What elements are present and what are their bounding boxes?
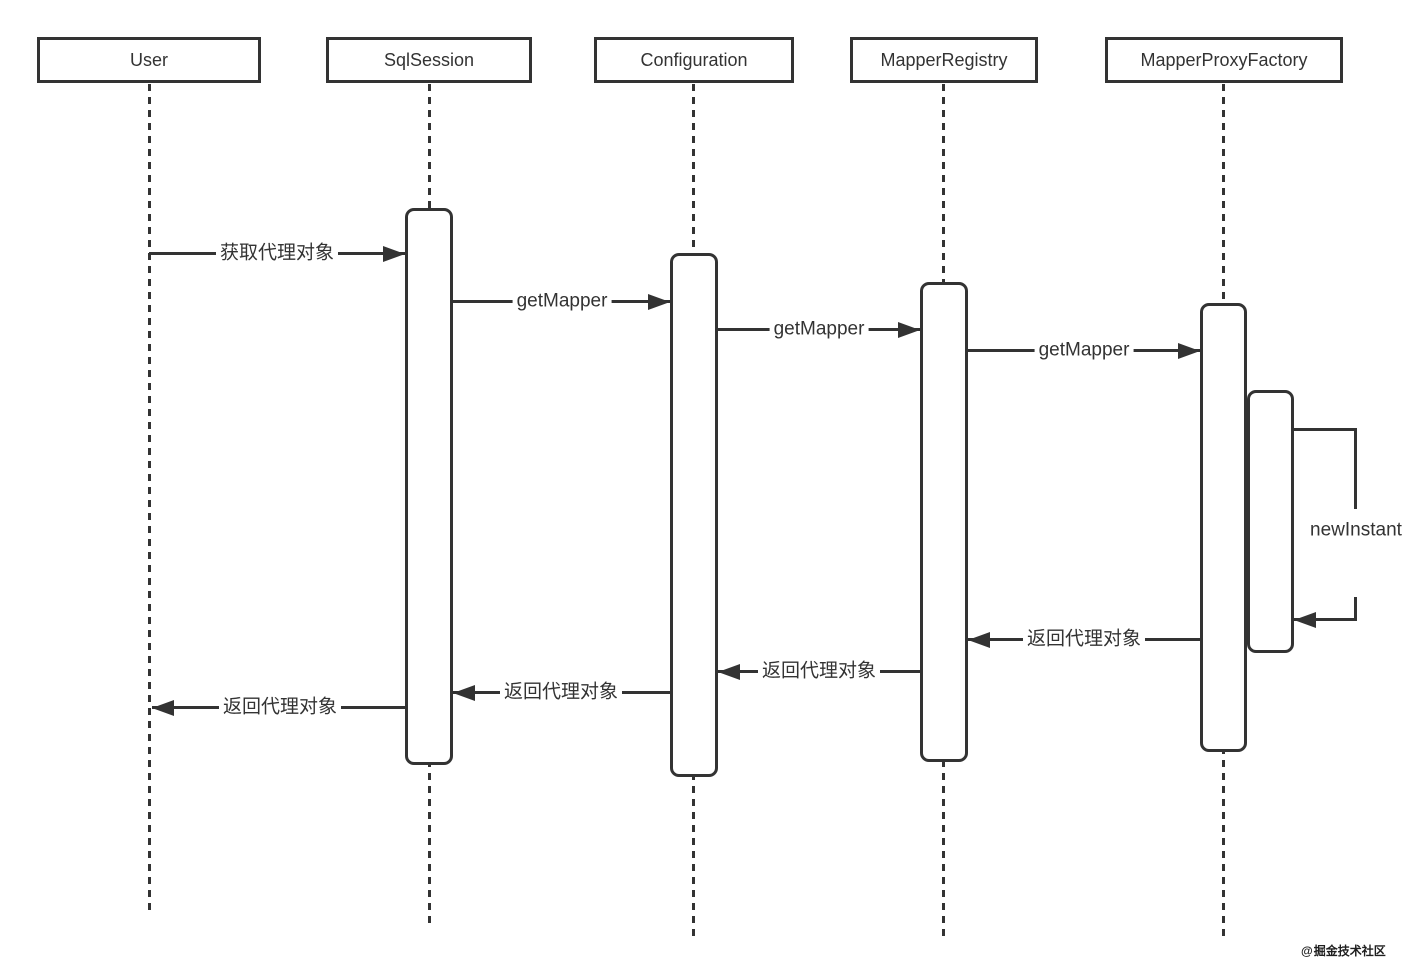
watermark-text: 掘金技术社区 xyxy=(1313,944,1386,958)
participant-box-sqlsession: SqlSession xyxy=(326,37,532,83)
self-call-right-line-upper xyxy=(1354,428,1357,509)
participant-label: User xyxy=(129,49,168,70)
participant-box-configuration: Configuration xyxy=(594,37,794,83)
message-label: 返回代理对象 xyxy=(499,681,623,705)
arrowhead-right xyxy=(383,246,405,262)
participant-label: MapperRegistry xyxy=(880,49,1008,70)
arrowhead-left xyxy=(453,685,475,701)
arrowhead-left xyxy=(968,632,990,648)
self-call-top-line xyxy=(1294,428,1357,431)
message-label: 返回代理对象 xyxy=(1022,628,1146,652)
arrowhead-left xyxy=(152,700,174,716)
activation-bar-sqlsession xyxy=(405,208,453,765)
activation-bar-mapperproxyfactory xyxy=(1200,303,1247,752)
participant-box-mapperproxyfactory: MapperProxyFactory xyxy=(1105,37,1343,83)
message-label: newInstant xyxy=(1306,519,1406,543)
juejin-logo-icon: @ xyxy=(1301,944,1313,958)
message-label: 返回代理对象 xyxy=(757,660,881,684)
message-label: getMapper xyxy=(769,318,869,342)
self-call-bottom-line xyxy=(1294,618,1357,621)
arrowhead-left xyxy=(718,664,740,680)
participant-label: SqlSession xyxy=(383,49,475,70)
lifeline-user xyxy=(148,84,151,910)
participant-box-mapperregistry: MapperRegistry xyxy=(850,37,1038,83)
participant-label: Configuration xyxy=(640,49,748,70)
arrowhead-left xyxy=(1294,612,1316,628)
message-label: getMapper xyxy=(512,290,612,314)
participant-box-user: User xyxy=(37,37,261,83)
arrowhead-right xyxy=(1178,343,1200,359)
self-call-right-line-lower xyxy=(1354,597,1357,621)
activation-bar-mapperregistry xyxy=(920,282,968,762)
activation-bar-mapperproxyfactory-nested xyxy=(1247,390,1294,653)
activation-bar-configuration xyxy=(670,253,718,777)
arrowhead-right xyxy=(648,294,670,310)
message-label: 获取代理对象 xyxy=(215,242,339,266)
message-label: getMapper xyxy=(1034,339,1134,363)
arrowhead-right xyxy=(898,322,920,338)
watermark: @掘金技术社区 xyxy=(1301,942,1386,959)
participant-label: MapperProxyFactory xyxy=(1140,49,1308,70)
message-label: 返回代理对象 xyxy=(218,696,342,720)
